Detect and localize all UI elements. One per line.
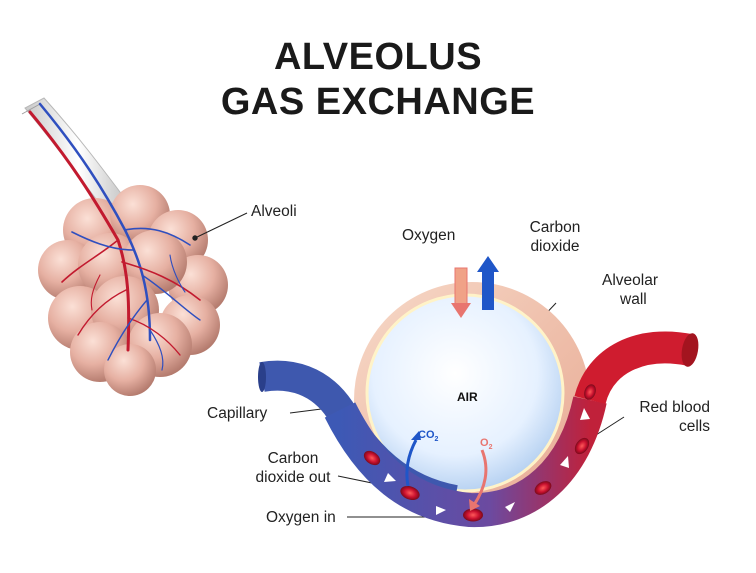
title-line-2: GAS EXCHANGE: [220, 81, 536, 123]
label-alveolar-wall: Alveolar wall: [602, 272, 658, 308]
oxygen-arrow-head: [451, 303, 471, 318]
label-o2: O2: [480, 437, 493, 452]
alveoli-cluster: [21, 97, 228, 396]
alveoli-vessels: [28, 102, 201, 371]
co2-arrow-head: [477, 256, 499, 272]
label-oxygen-in: Oxygen in: [266, 509, 336, 526]
label-red-blood-cells: Red blood cells: [639, 399, 710, 435]
label-oxygen: Oxygen: [402, 227, 456, 244]
label-co2: CO2: [418, 429, 439, 444]
label-air: AIR: [457, 390, 478, 404]
alveolus-detail: [258, 256, 699, 528]
label-co2-out: Carbon dioxide out: [255, 450, 331, 486]
label-capillary: Capillary: [207, 405, 268, 422]
co2-arrow-shaft: [482, 270, 494, 310]
label-alveoli: Alveoli: [251, 203, 297, 220]
capillary-artery: [574, 331, 694, 405]
red-blood-cells: [363, 384, 596, 522]
label-carbon-dioxide: Carbon dioxide: [529, 219, 581, 255]
o2-in-arrow: [472, 449, 488, 506]
co2-out-arrow: [405, 439, 418, 487]
flow-arrows: [384, 408, 590, 515]
oxygen-arrow-shaft: [454, 267, 468, 307]
title-line-1: ALVEOLUS: [273, 36, 483, 78]
